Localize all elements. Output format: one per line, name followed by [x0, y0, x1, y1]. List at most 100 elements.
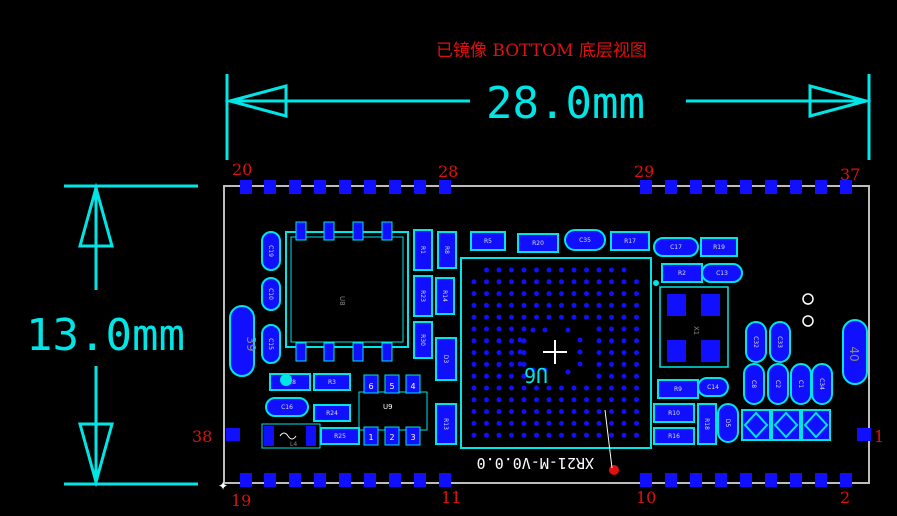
bga-ball	[521, 267, 527, 273]
component-c8: C8	[743, 363, 765, 405]
bga-ball	[509, 326, 514, 332]
edge-pad-bottom	[240, 473, 252, 487]
component-c33: C33	[769, 321, 791, 363]
bga-ball	[471, 291, 477, 297]
svg-text:40: 40	[847, 346, 861, 361]
svg-text:U9: U9	[383, 403, 393, 411]
svg-text:R20: R20	[532, 240, 544, 247]
bga-ball	[621, 291, 627, 297]
edge-pad-bottom	[715, 473, 727, 487]
component-r10: R10	[653, 403, 695, 423]
edge-pad-top	[765, 180, 777, 194]
component-c19: C19	[261, 231, 281, 271]
bga-ball	[596, 338, 602, 344]
svg-text:C35: C35	[579, 237, 591, 244]
bga-ball	[609, 279, 614, 285]
svg-text:C2: C2	[774, 380, 781, 388]
bga-ball	[521, 279, 527, 285]
bga-ball	[584, 267, 589, 273]
bga-ball	[621, 326, 627, 332]
bga-ball	[559, 409, 564, 415]
bga-ball	[496, 397, 502, 403]
top-edge-pads	[240, 180, 852, 194]
bga-ball	[609, 338, 614, 344]
bga-ball	[521, 338, 527, 344]
bga-ball	[521, 432, 527, 438]
bga-ball	[471, 350, 477, 356]
height-dimension	[64, 182, 198, 488]
bga-ball	[546, 432, 552, 438]
bga-ball	[621, 338, 627, 344]
bga-ball	[496, 385, 502, 391]
bga-ball	[634, 302, 639, 308]
bga-ball	[509, 361, 514, 367]
svg-text:C15: C15	[267, 338, 274, 350]
component-r2: R2	[661, 263, 703, 283]
bga-ball	[509, 338, 514, 344]
bga-ball	[521, 302, 527, 308]
bga-ball	[596, 409, 602, 415]
bga-ball	[534, 385, 539, 391]
svg-text:R10: R10	[668, 410, 680, 417]
bga-ball	[559, 279, 564, 285]
bga-ball	[634, 397, 639, 403]
bga-ball	[534, 291, 539, 297]
svg-text:R9: R9	[674, 386, 682, 393]
component-c15: C15	[261, 324, 281, 364]
bga-ball	[471, 326, 477, 332]
svg-text:C19: C19	[267, 245, 274, 257]
bga-ball	[609, 326, 614, 332]
component-r5: R5	[470, 231, 506, 251]
bga-ball	[521, 373, 527, 379]
component-r17: R17	[610, 231, 650, 251]
component-r1: R1	[413, 229, 433, 271]
view-title: 已镜像 BOTTOM 底层视图	[436, 41, 647, 61]
bga-ball	[521, 361, 527, 367]
component-r13: R13	[435, 403, 457, 445]
bga-ball	[509, 350, 514, 356]
bga-ball	[559, 420, 564, 426]
bga-ball	[509, 373, 514, 379]
bga-ball	[559, 432, 564, 438]
bga-ball	[596, 314, 602, 320]
svg-text:C16: C16	[281, 404, 293, 411]
bga-ball	[509, 420, 514, 426]
bga-ball	[484, 385, 489, 391]
edge-pad-top	[690, 180, 702, 194]
edge-pad-bottom	[439, 473, 451, 487]
edge-pad-top	[414, 180, 426, 194]
bga-ball	[634, 350, 639, 356]
component-c32: C32	[745, 321, 767, 363]
bga-ball	[559, 397, 564, 403]
bga-ball	[609, 291, 614, 297]
bga-ball	[571, 432, 577, 438]
bga-ball	[609, 302, 614, 308]
u6-soc: U6	[460, 257, 652, 449]
svg-text:C8: C8	[750, 380, 757, 388]
bga-ball	[484, 338, 489, 344]
edge-pad-top	[339, 180, 351, 194]
edge-pad-top	[665, 180, 677, 194]
bga-ball	[559, 314, 564, 320]
edge-pad-bottom	[289, 473, 301, 487]
bga-ball	[596, 350, 602, 356]
edge-pad-bottom	[364, 473, 376, 487]
svg-text:C14: C14	[707, 384, 719, 391]
bga-ball	[521, 397, 527, 403]
bga-ball	[596, 397, 602, 403]
edge-pad-bottom	[740, 473, 752, 487]
bga-ball	[621, 409, 627, 415]
pin-label-28: 28	[438, 162, 458, 181]
bga-ball	[596, 279, 602, 285]
bga-ball	[621, 432, 627, 438]
svg-text:R5: R5	[484, 238, 492, 245]
bga-ball	[534, 267, 539, 273]
bga-ball	[634, 361, 639, 367]
bga-ball	[634, 326, 639, 332]
pin-label-37: 37	[840, 165, 860, 184]
bga-ball	[609, 267, 614, 273]
bga-ball	[609, 373, 614, 379]
bga-ball	[521, 385, 527, 391]
bga-ball	[621, 361, 627, 367]
